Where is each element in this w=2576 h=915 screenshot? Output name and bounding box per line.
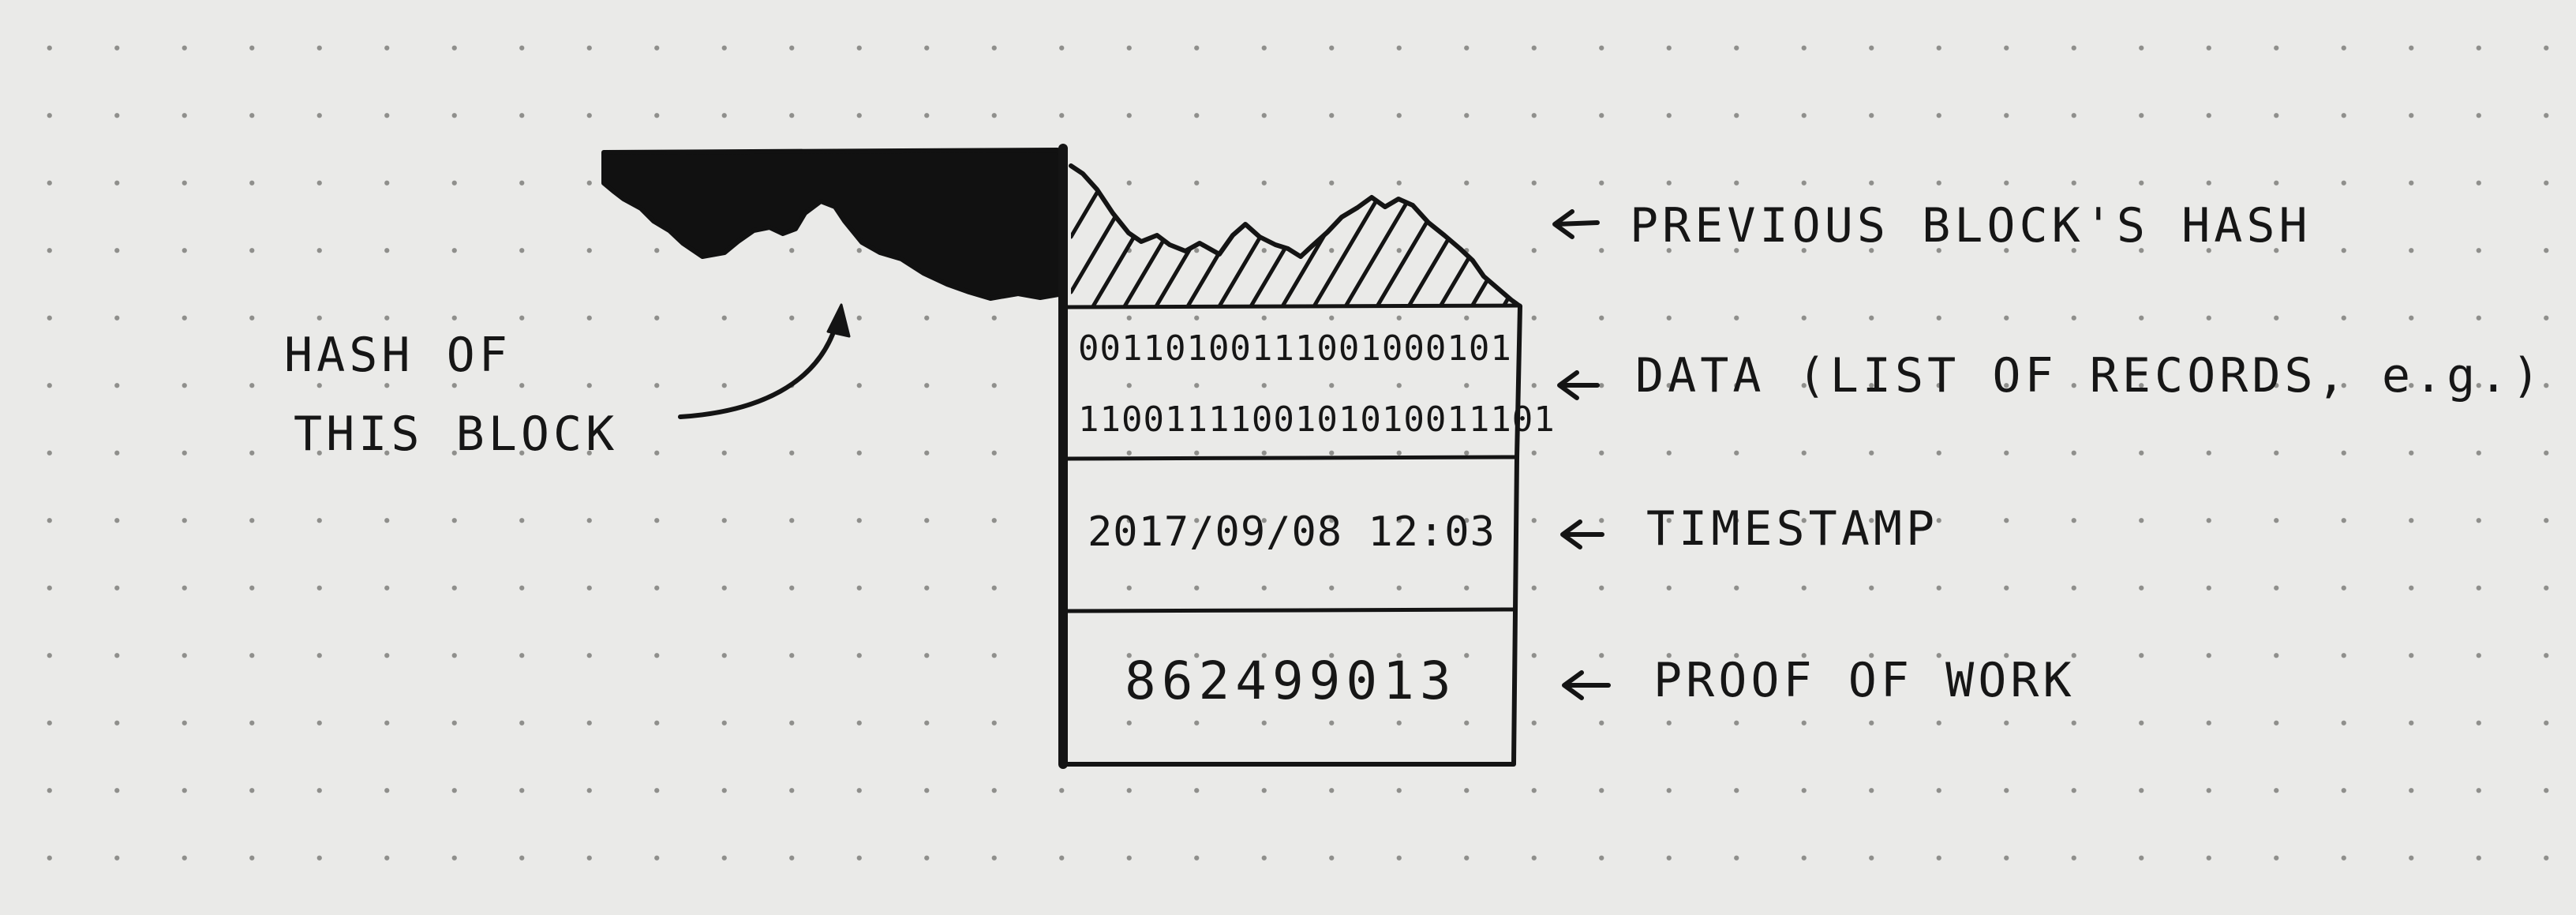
arrow-timestamp — [1560, 519, 1604, 549]
data-bits-line-1: 00110100111001000101 — [1078, 328, 1512, 369]
label-hash-of-block-line2: THIS BLOCK — [294, 407, 619, 462]
block-outline — [1058, 144, 1522, 769]
arrow-proof-of-work — [1562, 670, 1611, 700]
arrow-data — [1557, 370, 1600, 400]
previous-hash-hatching — [1069, 163, 1522, 309]
label-timestamp: TIMESTAMP — [1646, 501, 1939, 557]
label-data: DATA (LIST OF RECORDS, e.g.) — [1635, 348, 2544, 403]
proof-of-work-value: 862499013 — [1125, 651, 1457, 711]
arrow-previous-hash — [1552, 209, 1600, 239]
arrow-hash-of-block — [678, 303, 851, 419]
label-hash-of-block-line1: HASH OF — [284, 328, 511, 383]
data-bits-line-2: 1100111100101010011101 — [1078, 399, 1556, 440]
timestamp-value: 2017/09/08 12:03 — [1088, 508, 1496, 556]
label-proof-of-work: PROOF OF WORK — [1653, 653, 2076, 708]
block-hash-fill — [601, 148, 1065, 301]
label-previous-hash: PREVIOUS BLOCK'S HASH — [1630, 198, 2312, 253]
